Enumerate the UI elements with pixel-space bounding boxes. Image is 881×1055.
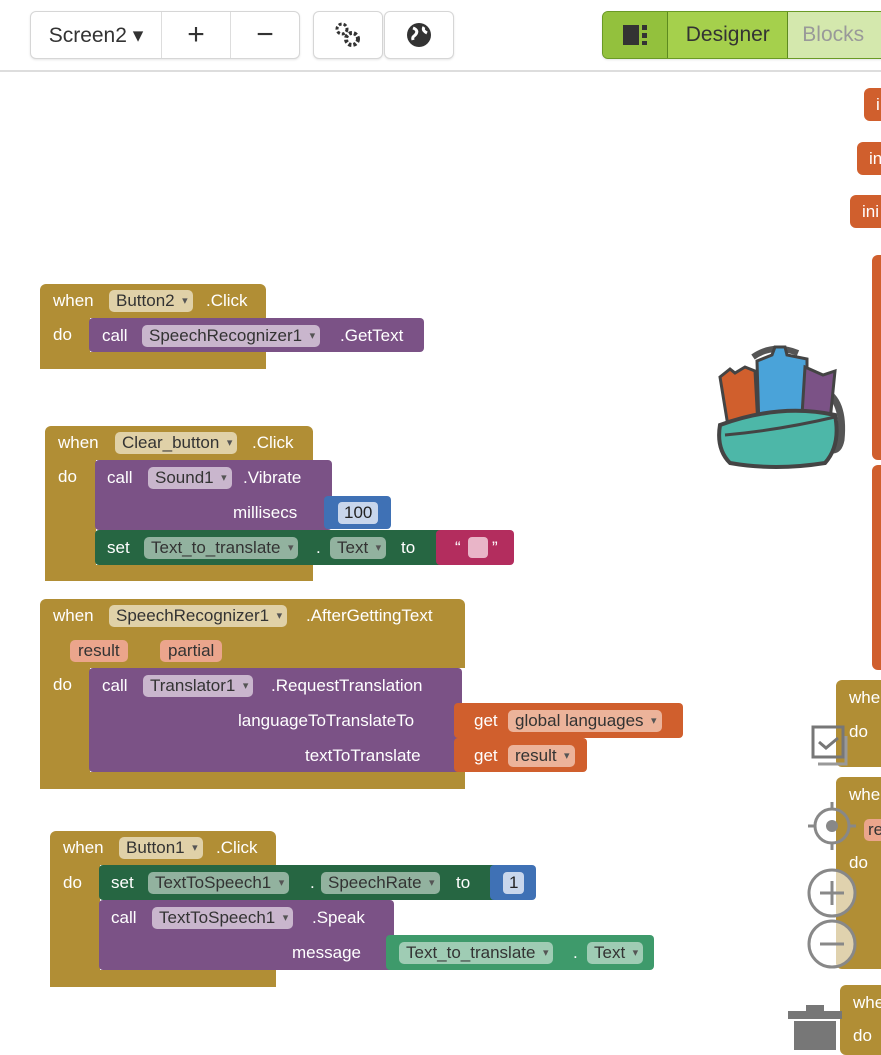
event-label: .Click [252,433,294,452]
screen-controls: Screen2 ▾ + − [30,11,300,59]
get-label: get [474,746,498,765]
remove-screen-button[interactable]: − [256,18,274,51]
component-dropdown[interactable]: SpeechRecognizer1 [109,605,288,627]
event-label: .AfterGettingText [306,606,433,625]
when-label: when [53,291,94,310]
screen-dropdown[interactable]: Screen2 ▾ [31,12,162,58]
view-toggle: Designer Blocks [602,11,881,59]
property-dropdown[interactable]: SpeechRate [321,872,440,894]
method-label: .Speak [312,908,365,927]
to-label: to [456,873,471,892]
variable-dropdown[interactable]: result [508,745,575,767]
designer-button[interactable]: Designer [668,12,789,58]
panel-icon [623,25,648,45]
quote-close: ” [492,538,498,557]
trash-icon[interactable] [786,1003,846,1050]
property-dropdown[interactable]: Text [587,942,644,964]
when-label: when [63,838,104,857]
component-dropdown[interactable]: Button2 [109,290,193,312]
event-block-partial[interactable]: whe do [840,985,881,1055]
do-label: do [63,873,82,892]
component-dropdown[interactable]: Text_to_translate [144,537,299,559]
component-dropdown[interactable]: Text_to_translate [399,942,554,964]
method-label: .RequestTranslation [271,676,423,695]
add-screen-button[interactable]: + [162,12,231,58]
component-dropdown[interactable]: Translator1 [143,675,254,697]
method-label: .GetText [340,326,404,345]
component-dropdown[interactable]: Button1 [119,837,203,859]
language-button[interactable] [384,11,454,59]
param-result[interactable]: result [70,640,128,662]
number-field[interactable]: 100 [338,502,379,524]
event-label: .Click [206,291,248,310]
call-label: call [111,908,137,927]
quote-open: “ [455,538,461,557]
when-label: when [58,433,99,452]
palette-toggle-button[interactable] [603,12,669,58]
component-dropdown[interactable]: Clear_button [115,432,238,454]
when-label: when [53,606,94,625]
text-field[interactable] [468,537,488,558]
toolbar: Screen2 ▾ + − Designer Blocks [0,0,881,72]
list-block[interactable] [872,465,881,670]
init-label: in [869,149,881,168]
set-label: set [107,538,130,557]
dot-label: . [310,873,315,892]
event-label: .Click [216,838,258,857]
number-field[interactable]: 1 [503,872,525,894]
when-label: whe [853,993,881,1012]
param-partial[interactable]: partial [160,640,223,662]
globe-icon [385,12,453,58]
dot-label: . [316,538,321,557]
do-label: do [849,722,868,741]
component-dropdown[interactable]: TextToSpeech1 [148,872,290,894]
do-label: do [849,853,868,872]
param-label: millisecs [233,503,298,522]
init-global-block[interactable]: i [864,88,881,121]
do-label: do [53,675,72,694]
cleanup-icon[interactable] [810,724,854,768]
do-label: do [53,325,72,344]
zoom-out-icon[interactable] [806,918,858,970]
gears-icon [314,12,382,58]
call-label: call [102,326,128,345]
method-label: .Vibrate [243,468,302,487]
settings-button[interactable] [313,11,383,59]
property-dropdown[interactable]: Text [330,537,387,559]
when-label: whe [849,785,881,804]
init-label: ini [862,202,880,221]
call-label: call [102,676,128,695]
when-label: whe [849,688,881,707]
component-dropdown[interactable]: SpeechRecognizer1 [142,325,321,347]
variable-dropdown[interactable]: global languages [508,710,662,732]
param-label: textToTranslate [305,746,421,765]
param-label: message [292,943,361,962]
init-global-block[interactable]: ini [850,195,881,228]
dot-label: . [573,943,578,962]
to-label: to [401,538,416,557]
init-label: i [876,95,880,114]
zoom-in-icon[interactable] [806,867,858,919]
list-block[interactable] [872,255,881,460]
param-pill[interactable]: re [864,819,881,841]
init-global-block[interactable]: in [857,142,881,175]
get-label: get [474,711,498,730]
set-label: set [111,873,134,892]
recenter-icon[interactable] [806,800,858,852]
blocks-button[interactable]: Blocks [788,12,881,58]
call-label: call [107,468,133,487]
param-label: languageToTranslateTo [238,711,415,730]
component-dropdown[interactable]: TextToSpeech1 [152,907,294,929]
do-label: do [853,1026,872,1045]
component-dropdown[interactable]: Sound1 [148,467,232,489]
backpack-icon[interactable] [715,345,853,470]
do-label: do [58,467,77,486]
